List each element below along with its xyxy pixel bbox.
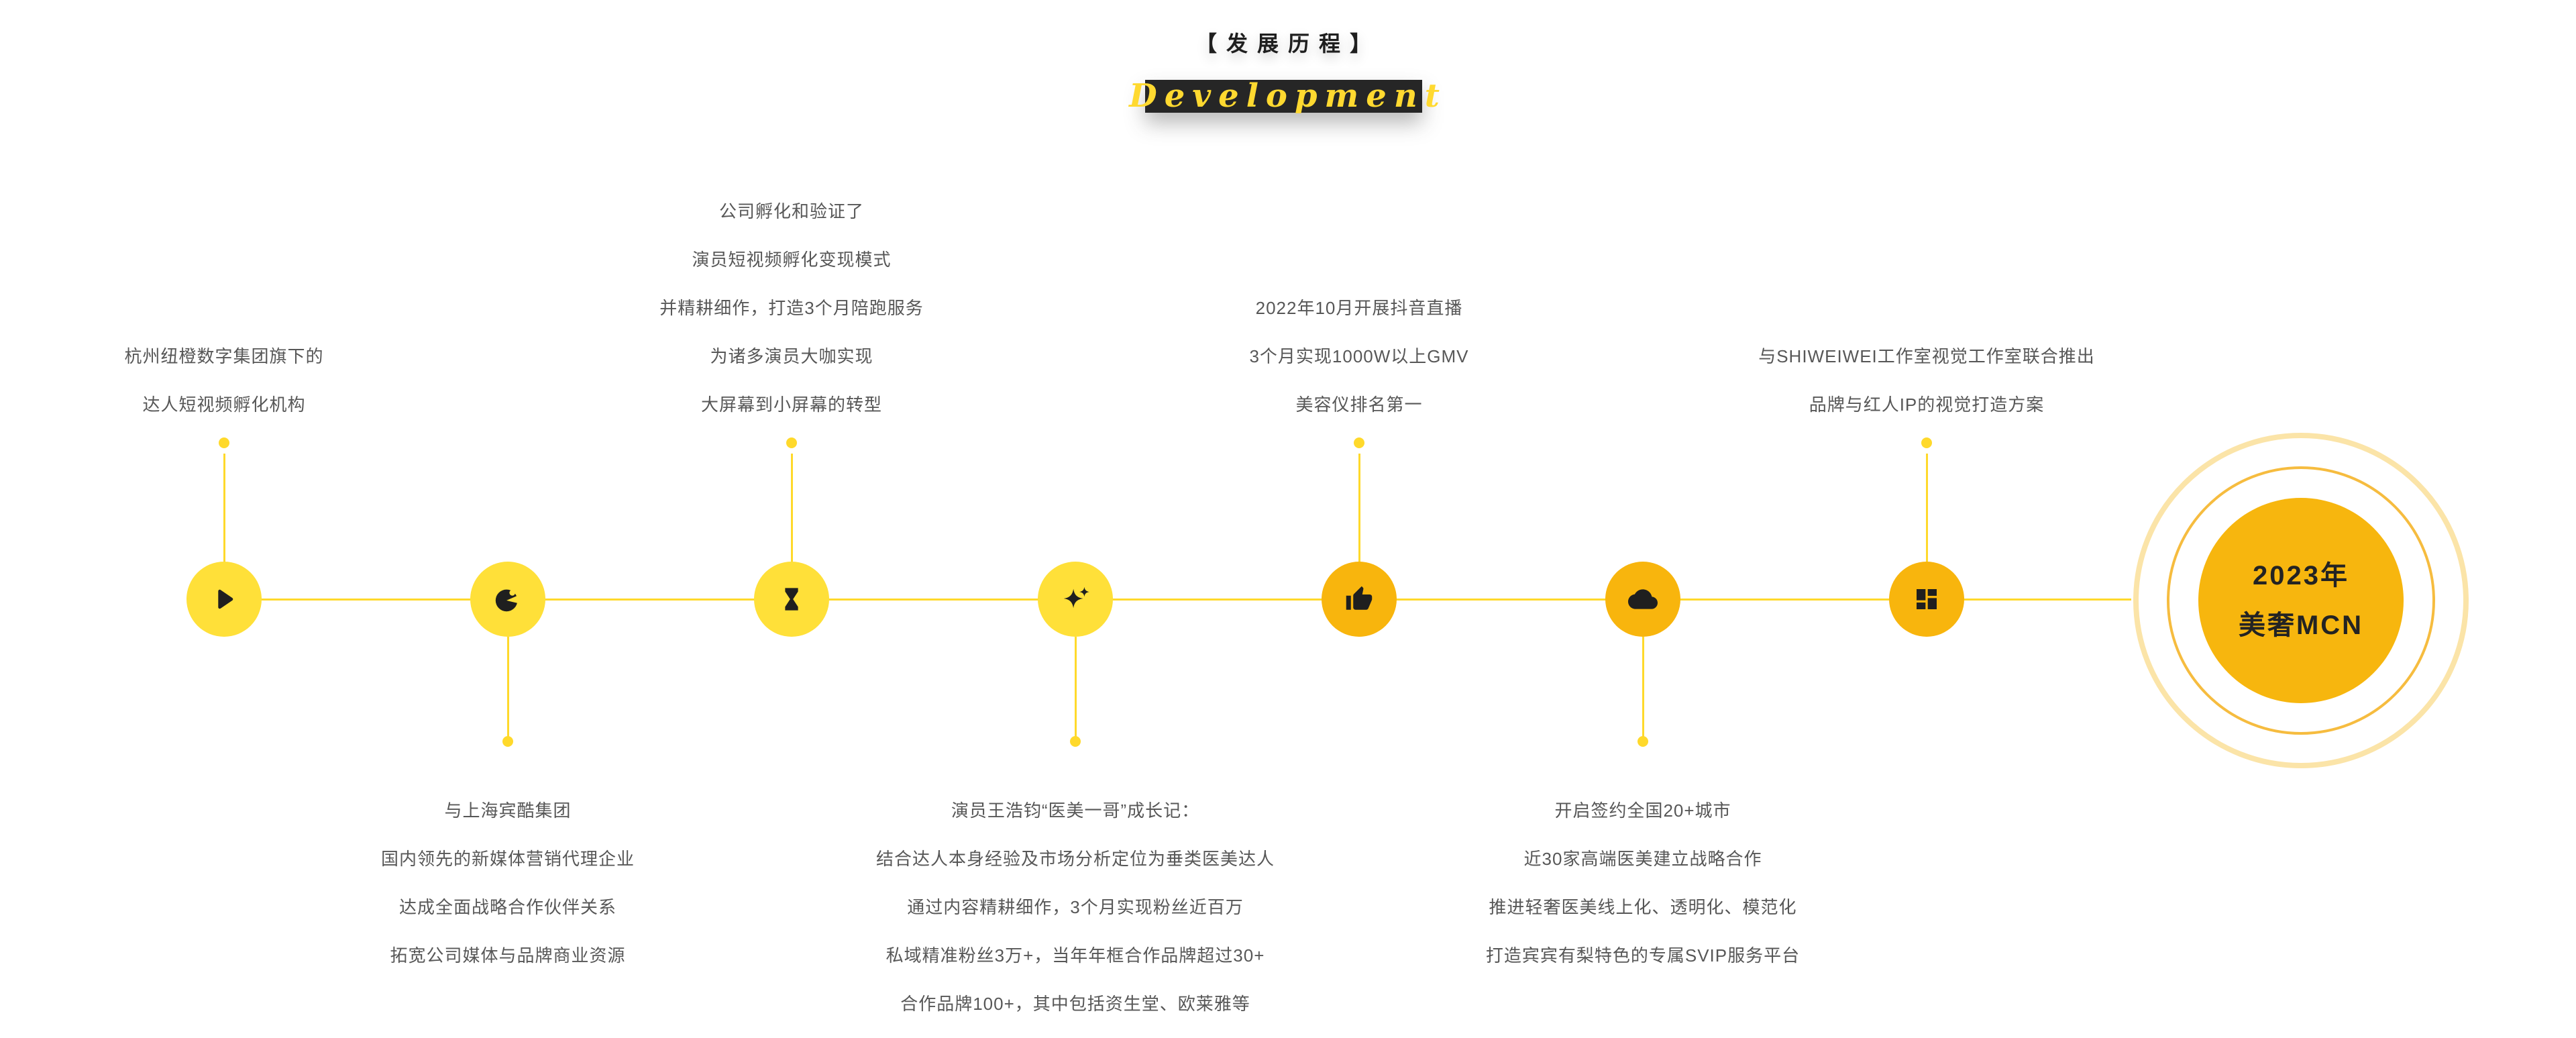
- timeline-node-6: [1605, 562, 1680, 637]
- connector-dot-4: [1070, 736, 1081, 747]
- milestone-label: 美奢MCN: [2238, 611, 2364, 640]
- timeline-node-1: [186, 562, 262, 637]
- timeline-node-7: [1889, 562, 1964, 637]
- timeline-node-2: [470, 562, 545, 637]
- subtitle-text: Development: [1129, 77, 1447, 115]
- timeline-text-line: 近30家高端医美建立战略合作: [1523, 849, 1762, 869]
- play-icon: [209, 584, 239, 614]
- connector-dot-2: [502, 736, 513, 747]
- timeline-node-4: [1038, 562, 1113, 637]
- timeline-text-line: 与SHIWEIWEI工作室视觉工作室联合推出: [1758, 346, 2095, 366]
- timeline-text-line: 3个月实现1000W以上GMV: [1249, 346, 1469, 366]
- connector-dot-7: [1921, 437, 1932, 448]
- timeline-text-line: 并精耕细作，打造3个月陪跑服务: [659, 298, 924, 318]
- timeline-text-block-6: 开启签约全国20+城市近30家高端医美建立战略合作推进轻奢医美线上化、透明化、模…: [1341, 786, 1945, 980]
- timeline-text-line: 品牌与红人IP的视觉打造方案: [1809, 395, 2045, 415]
- hourglass-icon: [777, 585, 806, 613]
- connector-dot-1: [219, 437, 229, 448]
- connector-line-6: [1642, 637, 1644, 741]
- subtitle-background: [1145, 80, 1422, 113]
- timeline-text-line: 国内领先的新媒体营销代理企业: [380, 849, 635, 869]
- connector-line-2: [506, 637, 509, 741]
- timeline-text-line: 演员短视频孵化变现模式: [692, 250, 892, 270]
- timeline-text-line: 公司孵化和验证了: [718, 201, 864, 221]
- timeline-text-line: 为诸多演员大咖实现: [710, 346, 873, 366]
- timeline-text-line: 通过内容精耕细作，3个月实现粉丝近百万: [907, 897, 1244, 917]
- timeline-text-line: 与上海宾酷集团: [444, 800, 572, 821]
- timeline-text-line: 演员王浩钧“医美一哥”成长记：: [951, 800, 1200, 821]
- timeline-text-line: 达人短视频孵化机构: [142, 395, 306, 415]
- timeline-node-5: [1322, 562, 1397, 637]
- timeline-node-3: [754, 562, 829, 637]
- timeline-text-line: 2022年10月开展抖音直播: [1255, 298, 1463, 318]
- connector-dot-5: [1354, 437, 1364, 448]
- timeline-text-block-2: 与上海宾酷集团国内领先的新媒体营销代理企业达成全面战略合作伙伴关系拓宽公司媒体与…: [206, 786, 810, 980]
- page-title: 【发展历程】: [1195, 32, 1381, 56]
- timeline-text-line: 推进轻奢医美线上化、透明化、模范化: [1489, 897, 1797, 917]
- connector-line-5: [1358, 454, 1360, 563]
- milestone-2023: 2023年 美奢MCN: [2198, 498, 2404, 703]
- timeline-text-line: 大屏幕到小屏幕的转型: [700, 395, 882, 415]
- timeline-text-line: 开启签约全国20+城市: [1554, 800, 1731, 821]
- connector-dot-3: [786, 437, 797, 448]
- sparkles-icon: [1060, 584, 1091, 615]
- connector-dot-6: [1638, 736, 1648, 747]
- timeline-text-line: 杭州纽橙数字集团旗下的: [124, 346, 324, 366]
- timeline-text-block-4: 演员王浩钧“医美一哥”成长记： 结合达人本身经验及市场分析定位为垂类医美达人通过内…: [773, 786, 1377, 1028]
- timeline-text-line: 美容仪排名第一: [1295, 395, 1423, 415]
- dashboard-icon: [1913, 586, 1940, 613]
- connector-line-7: [1925, 454, 1928, 563]
- timeline-text-line: 结合达人本身经验及市场分析定位为垂类医美达人: [875, 849, 1275, 869]
- timeline-text-line: 达成全面战略合作伙伴关系: [398, 897, 616, 917]
- milestone-year: 2023年: [2253, 561, 2349, 590]
- timeline-text-block-5: 2022年10月开展抖音直播 3个月实现1000W以上GMV 美容仪排名第一: [1057, 284, 1661, 429]
- cloud-icon: [1628, 584, 1658, 614]
- milestone-outer-ring: [2133, 433, 2469, 768]
- timeline-text-block-1: 杭州纽橙数字集团旗下的达人短视频孵化机构: [0, 332, 526, 429]
- connector-line-3: [790, 454, 793, 563]
- timeline-text-line: 合作品牌100+，其中包括资生堂、欧莱雅等: [900, 994, 1250, 1014]
- timeline-text-line: 打造宾宾有梨特色的专属SVIP服务平台: [1485, 945, 1801, 966]
- connector-line-4: [1074, 637, 1077, 741]
- milestone-inner-ring: [2167, 466, 2435, 735]
- chat-icon: [492, 584, 523, 615]
- timeline-text-block-7: 与SHIWEIWEI工作室视觉工作室联合推出品牌与红人IP的视觉打造方案: [1625, 332, 2229, 429]
- connector-line-1: [223, 454, 225, 563]
- thumb-up-icon: [1345, 585, 1373, 613]
- timeline-axis: [224, 599, 2131, 601]
- subtitle-badge: Development: [1100, 64, 1476, 141]
- timeline-text-line: 拓宽公司媒体与品牌商业资源: [390, 945, 626, 966]
- timeline-text-line: 私域精准粉丝3万+，当年年框合作品牌超过30+: [885, 945, 1265, 966]
- timeline-text-block-3: 公司孵化和验证了演员短视频孵化变现模式并精耕细作，打造3个月陪跑服务为诸多演员大…: [490, 187, 1093, 429]
